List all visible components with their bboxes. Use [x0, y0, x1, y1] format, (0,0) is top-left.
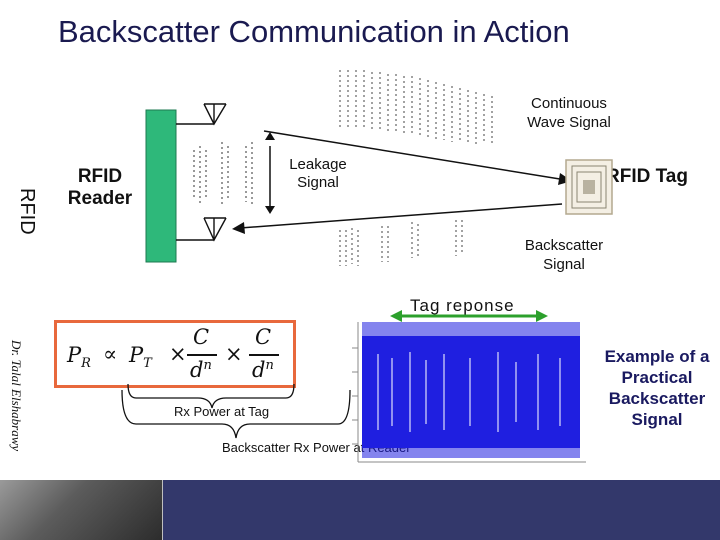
rfid-reader-label: RFID Reader [67, 166, 133, 209]
brace-rx-at-tag [127, 383, 295, 409]
formula-pt: PT [129, 343, 152, 372]
formula-numerator-1: C [193, 325, 210, 349]
continuous-wave-arrow [263, 130, 572, 185]
formula-proportional: ∝ [103, 342, 118, 366]
formula-denominator-1: dn [190, 358, 212, 382]
rx-power-at-tag-label: Rx Power at Tag [174, 404, 270, 419]
rfid-tag-label: RFID Tag [606, 166, 688, 187]
footer-chip-image [0, 480, 163, 540]
formula-pr: PR [67, 343, 91, 372]
formula-denominator-2: dn [252, 358, 274, 382]
leakage-arrow [265, 132, 275, 214]
rfid-tag-icon [565, 159, 613, 215]
formula-numerator-2: C [255, 325, 272, 349]
tag-response-arrow [390, 310, 548, 322]
example-label: Example of a Practical Backscatter Signa… [604, 347, 710, 429]
continuous-wave-marks [339, 70, 493, 144]
backscatter-arrow [232, 203, 563, 234]
fraction-bar-2 [249, 354, 279, 356]
brace-rx-at-reader [121, 389, 351, 439]
leakage-wave-marks [193, 142, 253, 206]
tag-response-label: Tag reponse [410, 296, 515, 315]
backscatter-waveform-plot [352, 322, 586, 463]
formula-times-2: × [225, 342, 243, 366]
path-loss-formula: PR ∝ PT × C dn × C dn [54, 320, 296, 388]
backscatter-wave-marks [339, 220, 463, 266]
sidebar-rfid-label: RFID [16, 188, 38, 235]
backscatter-signal-label: Backscatter Signal [524, 237, 604, 273]
leakage-signal-label: Leakage Signal [289, 156, 347, 191]
tx-antenna-icon [176, 103, 227, 126]
slide-title: Backscatter Communication in Action [58, 14, 570, 49]
formula-times-1: × [169, 342, 187, 366]
author-label: Dr. Talal Elshabrawy [9, 340, 24, 452]
rx-antenna-icon [176, 217, 227, 242]
reader-box [145, 109, 177, 263]
fraction-bar-1 [187, 354, 217, 356]
continuous-wave-label: Continuous Wave Signal [527, 95, 611, 131]
